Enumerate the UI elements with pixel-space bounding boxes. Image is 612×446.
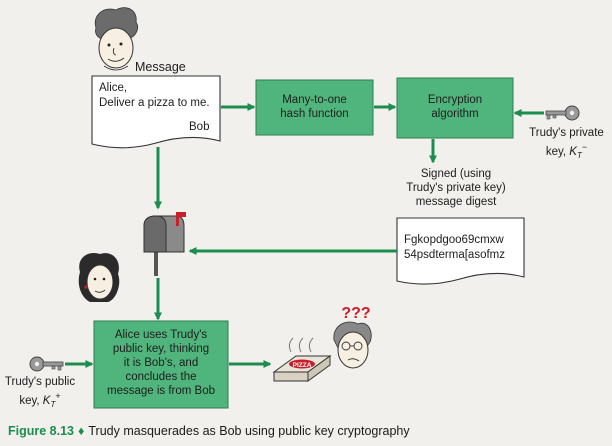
trudy-public-key-label: Trudy's public key, KT+	[0, 375, 80, 412]
message-label: Message	[135, 60, 186, 74]
signed-digest-line-3: message digest	[415, 196, 497, 208]
trudy-public-key-line-2: key, KT+	[0, 389, 80, 412]
encryption-box-line-2: algorithm	[431, 108, 479, 120]
trudy-public-key-line-1: Trudy's public	[4, 376, 76, 388]
trudy-private-key-var: K	[569, 145, 577, 158]
confused-person-avatar	[333, 321, 372, 369]
alice-box-line-3: it is Bob's, and	[123, 357, 199, 369]
alice-verification-box	[93, 320, 229, 409]
hash-box-line-2: hash function	[280, 108, 349, 120]
signed-digest-label: Signed (using Trudy's private key) messa…	[386, 167, 526, 209]
trudy-private-key-line-2: key, KT−	[521, 140, 612, 163]
trudy-private-key-line-1: Trudy's private	[529, 127, 604, 139]
alice-box-line-2: public key, thinking	[112, 343, 210, 355]
message-document	[91, 75, 221, 149]
figure-number: Figure 8.13	[8, 424, 74, 438]
trudy-private-key-sup: −	[581, 142, 588, 152]
digest-value-line-1: Fgkopdgoo69cmxw	[404, 234, 504, 246]
trudy-public-key-prefix: key,	[19, 394, 43, 407]
trudy-private-key-prefix: key,	[545, 145, 570, 158]
encryption-algorithm-box	[396, 77, 514, 139]
figure-caption-text: Trudy masquerades as Bob using public ke…	[88, 424, 410, 438]
pizza-label: PIZZA	[293, 362, 312, 369]
trudy-public-key-sub: T	[50, 400, 56, 410]
trudy-public-key-sup: +	[55, 391, 61, 401]
figure-caption: Figure 8.13 ♦Trudy masquerades as Bob usi…	[8, 424, 608, 438]
alice-box-label: Alice uses Trudy's public key, thinking …	[94, 328, 228, 398]
message-line-1: Alice,	[99, 82, 128, 94]
digest-value-line-2: 54psdterma[asofmz	[404, 249, 505, 261]
mailbox-icon	[143, 212, 186, 276]
trudy-public-key-var: K	[42, 394, 51, 407]
private-key-icon	[545, 105, 580, 121]
alice-box-line-5: message is from Bob	[106, 385, 215, 397]
encryption-box-label: Encryption algorithm	[397, 93, 513, 121]
hash-function-box	[255, 79, 374, 136]
hash-box-label: Many-to-one hash function	[256, 93, 373, 121]
trudy-private-key-sub: T	[576, 151, 582, 161]
bob-avatar	[94, 7, 138, 71]
signed-digest-line-1: Signed (using	[420, 168, 492, 180]
message-signature: Bob	[189, 121, 210, 133]
trudy-private-key-label: Trudy's private key, KT−	[521, 126, 612, 163]
message-line-2: Deliver a pizza to me.	[99, 97, 210, 109]
alice-box-line-4: concludes the	[125, 371, 197, 383]
pizza-box-icon	[272, 337, 332, 382]
signed-digest-document	[396, 217, 525, 285]
alice-avatar	[78, 252, 120, 302]
caption-diamond-icon: ♦	[78, 424, 85, 438]
confused-label: ???	[341, 305, 370, 322]
signed-digest-line-2: Trudy's private key)	[406, 182, 506, 194]
hash-box-line-1: Many-to-one	[282, 94, 347, 106]
encryption-box-line-1: Encryption	[427, 94, 483, 106]
alice-box-line-1: Alice uses Trudy's	[114, 329, 208, 341]
public-key-icon	[29, 356, 64, 372]
